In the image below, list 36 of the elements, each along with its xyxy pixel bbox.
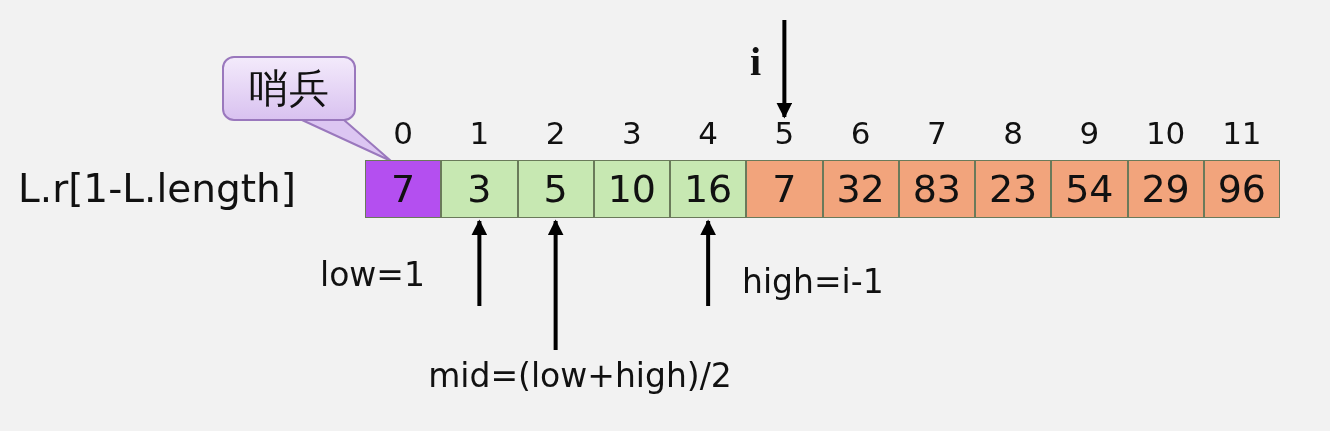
cell-value: 29 [1141, 167, 1190, 211]
cell-value: 10 [607, 167, 657, 211]
callout-bubble [222, 56, 356, 121]
index-number: 11 [1221, 115, 1263, 151]
index-number: 0 [392, 115, 414, 151]
pointer-label: high=i-1 [742, 262, 884, 301]
arrow [471, 219, 488, 306]
cell-value: 54 [1065, 167, 1114, 211]
cell-value: 23 [988, 167, 1038, 211]
cell-value: 7 [391, 167, 416, 211]
arrow [547, 219, 564, 350]
cell-value: 3 [467, 167, 492, 211]
index-variable-label: i [750, 38, 762, 85]
array-name-label: L.r[1-L.length] [18, 166, 296, 211]
cell-value: 32 [836, 167, 885, 211]
index-number: 9 [1078, 115, 1101, 151]
index-number: 8 [1002, 115, 1024, 151]
index-number: 2 [544, 115, 567, 151]
pointer-label: low=1 [320, 255, 425, 294]
callout-tail [301, 119, 392, 162]
cell-value: 96 [1217, 167, 1267, 211]
index-number: 1 [468, 115, 491, 151]
index-number: 7 [926, 115, 948, 151]
index-number: 10 [1144, 115, 1187, 151]
index-number: 3 [621, 115, 643, 151]
arrow [700, 219, 717, 306]
cell-value: 5 [543, 167, 568, 211]
pointer-label: mid=(low+high)/2 [395, 350, 765, 400]
callout-text: 哨兵 [249, 64, 329, 113]
cell-value: 7 [772, 167, 797, 211]
cell-value: 83 [912, 167, 962, 211]
index-number: 4 [697, 115, 719, 151]
index-number: 6 [849, 115, 872, 151]
cell-value: 16 [683, 167, 733, 211]
arrow [776, 20, 793, 119]
index-number: 5 [773, 115, 796, 151]
